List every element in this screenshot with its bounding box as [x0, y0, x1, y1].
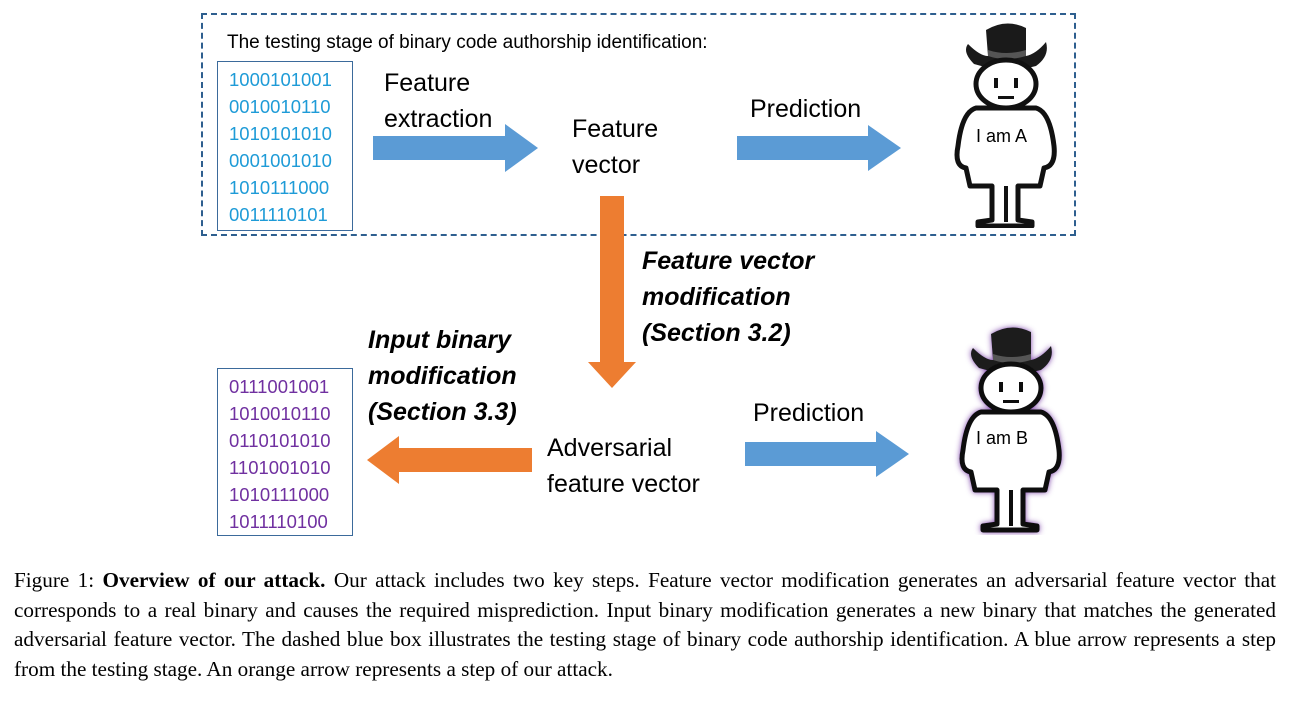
author-b-figure: I am B: [945, 320, 1075, 535]
binary-line: 1000101001: [229, 69, 332, 90]
binary-line: 1010010110: [229, 403, 331, 424]
adversarial-feature-vector-label: Adversarial feature vector: [547, 434, 700, 498]
original-binary-box: 1000101001 0010010110 1010101010 0001001…: [217, 61, 353, 231]
caption-title: Overview of our attack.: [102, 568, 326, 592]
modified-binary-box: 0111001001 1010010110 0110101010 1101001…: [217, 368, 353, 536]
feature-vector-modification-label: Feature vector modification (Section 3.2…: [642, 247, 815, 347]
input-binary-modification-label: Input binary modification (Section 3.3): [368, 326, 517, 426]
input-binary-modification-arrow: [367, 436, 532, 484]
testing-stage-box: [201, 13, 1076, 236]
prediction-b-label: Prediction: [753, 399, 865, 427]
person-icon: [954, 23, 1057, 229]
binary-line: 1010111000: [229, 484, 330, 505]
binary-line: 1011110100: [229, 511, 328, 532]
person-icon: [959, 327, 1062, 533]
prediction-a-arrow: [737, 125, 901, 171]
binary-line: 0110101010: [229, 430, 331, 451]
binary-line: 1101001010: [229, 457, 331, 478]
person-a-label: I am A: [976, 126, 1028, 146]
author-a-figure: I am A: [940, 16, 1070, 229]
feature-extraction-label: Feature extraction: [384, 69, 493, 133]
caption-body: Our attack includes two key steps. Featu…: [14, 568, 1277, 681]
binary-line: 0010010110: [229, 96, 331, 117]
binary-line: 0111001001: [229, 376, 330, 397]
person-b-label: I am B: [976, 428, 1029, 448]
figure-caption: Figure 1: Overview of our attack. Our at…: [14, 566, 1276, 684]
prediction-b-arrow: [745, 431, 909, 477]
feature-vector-modification-arrow: [588, 196, 636, 388]
caption-figure-label: Figure 1:: [14, 568, 95, 592]
feature-vector-label: Feature vector: [572, 115, 659, 179]
binary-line: 1010111000: [229, 177, 330, 198]
testing-stage-title: The testing stage of binary code authors…: [227, 32, 708, 53]
prediction-a-label: Prediction: [750, 95, 862, 123]
feature-extraction-arrow: [373, 124, 538, 172]
binary-line: 0011110101: [229, 204, 328, 225]
binary-line: 0001001010: [229, 150, 332, 171]
binary-line: 1010101010: [229, 123, 332, 144]
